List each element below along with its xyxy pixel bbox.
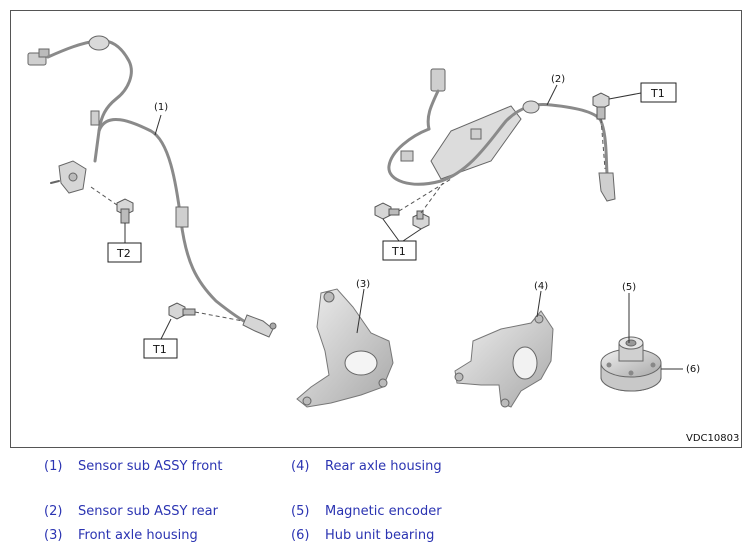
hub-unit-bearing-part	[600, 336, 662, 392]
rear-sensor-assembly	[387, 68, 616, 202]
legend-item-4: (4)Rear axle housing	[291, 459, 442, 474]
legend-item-1: (1)Sensor sub ASSY front	[44, 459, 223, 474]
legend-item-5: (5)Magnetic encoder	[291, 504, 442, 519]
legend-item-3: (3)Front axle housing	[44, 528, 198, 543]
parts-illustration: (1) (2) (3) (4) (5) (6) T2 T1 T1 T1 VDC1…	[27, 35, 739, 444]
parts-legend: (1)Sensor sub ASSY front (4)Rear axle ho…	[0, 452, 751, 553]
callout-5: (5)	[622, 282, 636, 293]
torque-box-t1-rear-lower: T1	[382, 240, 417, 261]
svg-text:T1: T1	[391, 245, 406, 258]
leader-4	[536, 290, 542, 318]
svg-text:T1: T1	[152, 343, 167, 356]
svg-text:T2: T2	[116, 247, 131, 260]
front-sensor-assembly	[27, 35, 277, 338]
bolt-t2	[90, 186, 134, 243]
leader-1	[154, 114, 162, 136]
legend-item-2: (2)Sensor sub ASSY rear	[44, 504, 218, 519]
callout-3: (3)	[356, 279, 370, 290]
diagram-frame: (1) (2) (3) (4) (5) (6) T2 T1 T1 T1 VDC1…	[10, 10, 742, 448]
torque-box-t1-front: T1	[143, 338, 178, 359]
torque-box-t2: T2	[107, 242, 142, 263]
bolt-t1-rear-top	[592, 92, 642, 170]
callout-4: (4)	[534, 281, 548, 292]
legend-item-6: (6)Hub unit bearing	[291, 528, 435, 543]
leader-2	[546, 84, 558, 106]
leader-3	[356, 288, 365, 334]
svg-text:T1: T1	[650, 87, 665, 100]
callout-2: (2)	[551, 74, 565, 85]
front-axle-housing-part	[296, 288, 394, 408]
callout-6: (6)	[686, 364, 700, 375]
figure-code: VDC10803	[686, 433, 739, 444]
rear-axle-housing-part	[454, 310, 554, 408]
torque-box-t1-rear-top: T1	[640, 82, 677, 103]
bolt-t1-front	[160, 302, 244, 340]
callout-1: (1)	[154, 102, 168, 113]
bolts-t1-rear-lower	[374, 178, 452, 242]
